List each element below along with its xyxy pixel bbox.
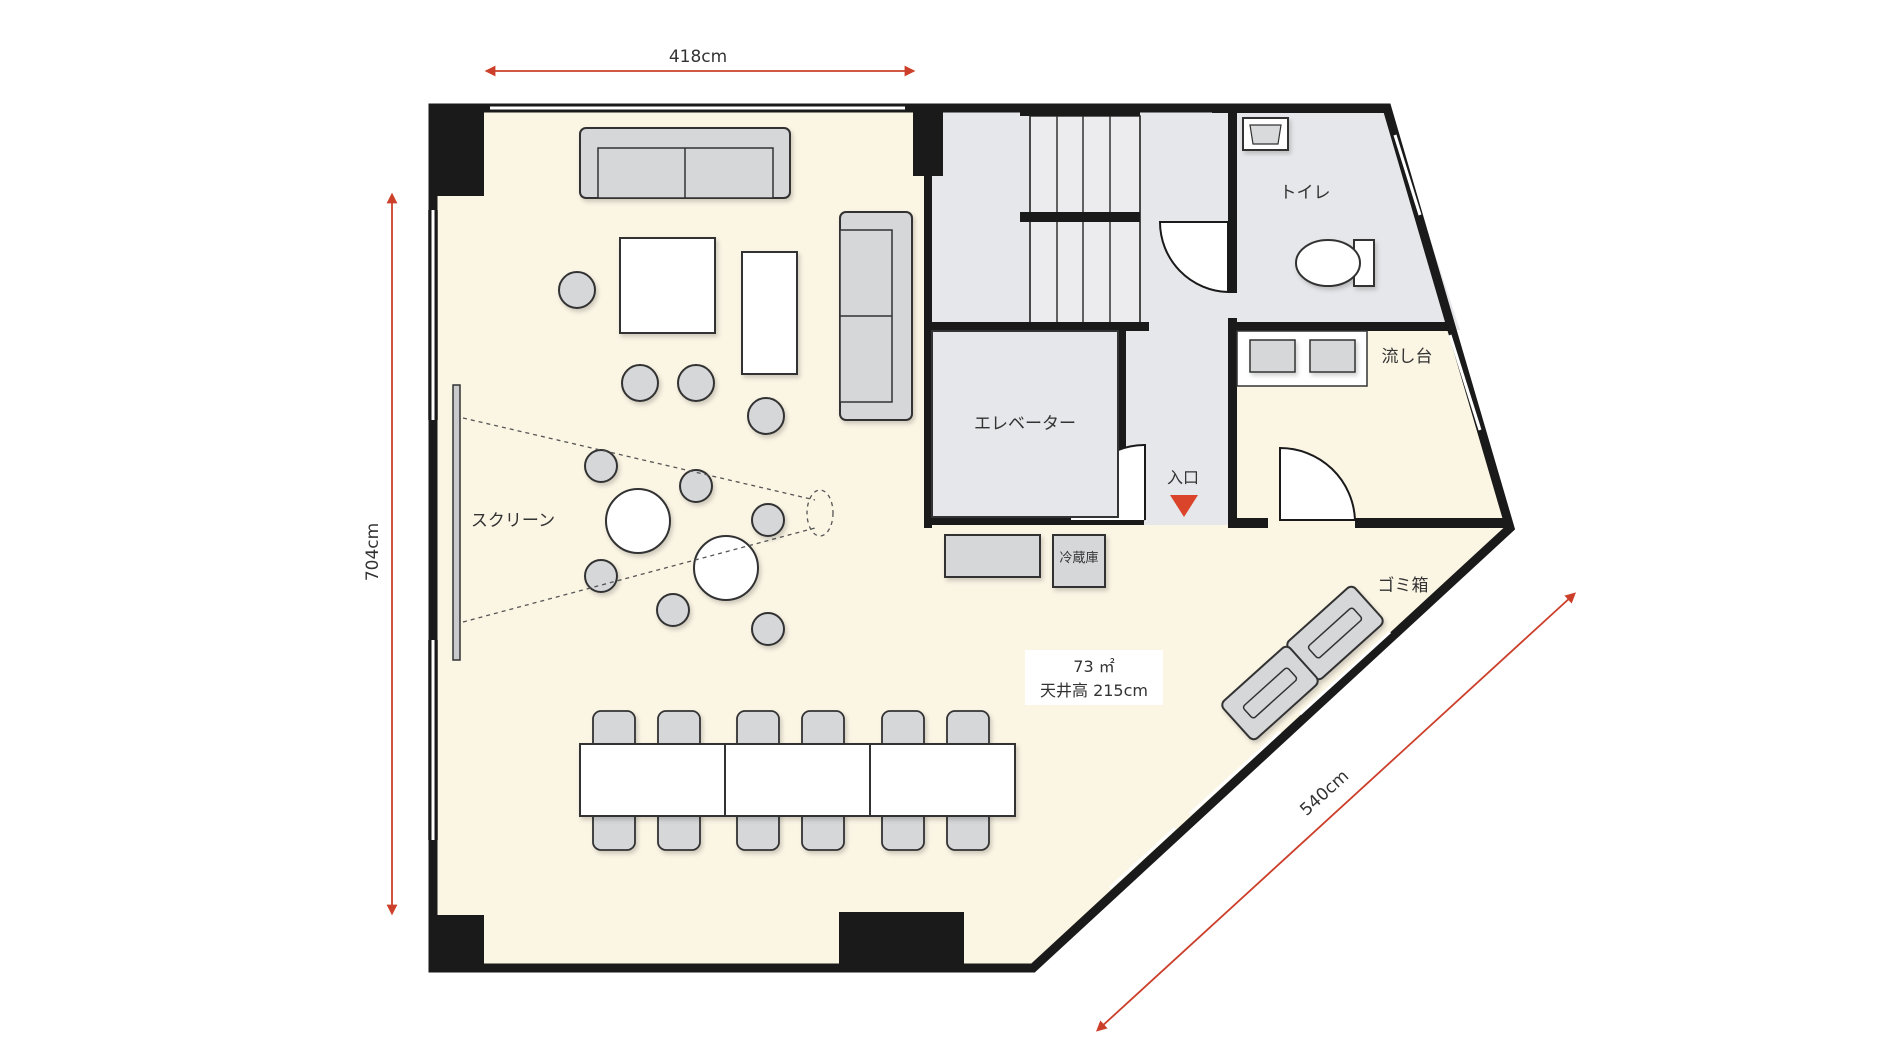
kitchen-counter <box>944 534 1041 578</box>
sink-label: 流し台 <box>1382 347 1433 367</box>
round-tables <box>605 488 759 601</box>
dimension-diagonal-label: 540cm <box>1296 766 1353 820</box>
rect-table <box>741 251 798 375</box>
toilet-door <box>1158 221 1229 294</box>
fridge-label: 冷蔵庫 <box>1059 551 1098 566</box>
elevator-box <box>931 330 1119 518</box>
meeting-chairs <box>592 710 990 851</box>
dimension-top-label: 418cm <box>669 47 727 67</box>
entrance-arrow-icon <box>1170 495 1198 517</box>
entrance-label: 入口 <box>1167 468 1199 487</box>
sink-area-door <box>1279 446 1357 521</box>
dimension-diagonal-line <box>1096 592 1576 1032</box>
trash-label: ゴミ箱 <box>1378 575 1429 596</box>
toilet-label: トイレ <box>1280 183 1331 203</box>
washbasin-icon <box>1242 117 1289 151</box>
column-bottom-left <box>429 915 484 972</box>
screen-label: スクリーン <box>471 511 555 531</box>
dimension-left-label: 704cm <box>363 523 383 581</box>
meeting-table <box>579 743 1016 817</box>
projector-icon <box>806 489 834 537</box>
ceiling-label: 天井高 215cm <box>1040 681 1148 700</box>
square-table <box>619 237 716 334</box>
sink-basin-icon <box>1249 339 1356 373</box>
fridge-box <box>1052 534 1106 588</box>
stools <box>558 271 785 646</box>
area-label: 73 ㎡ <box>1073 657 1114 676</box>
sofa-right <box>839 211 913 421</box>
column-bottom-middle <box>839 912 964 970</box>
toilet-bowl-icon <box>1295 239 1375 287</box>
elevator-label: エレベーター <box>974 414 1076 434</box>
projection-screen <box>452 384 461 661</box>
sofa-top <box>579 127 791 199</box>
column-top-left <box>429 104 484 196</box>
